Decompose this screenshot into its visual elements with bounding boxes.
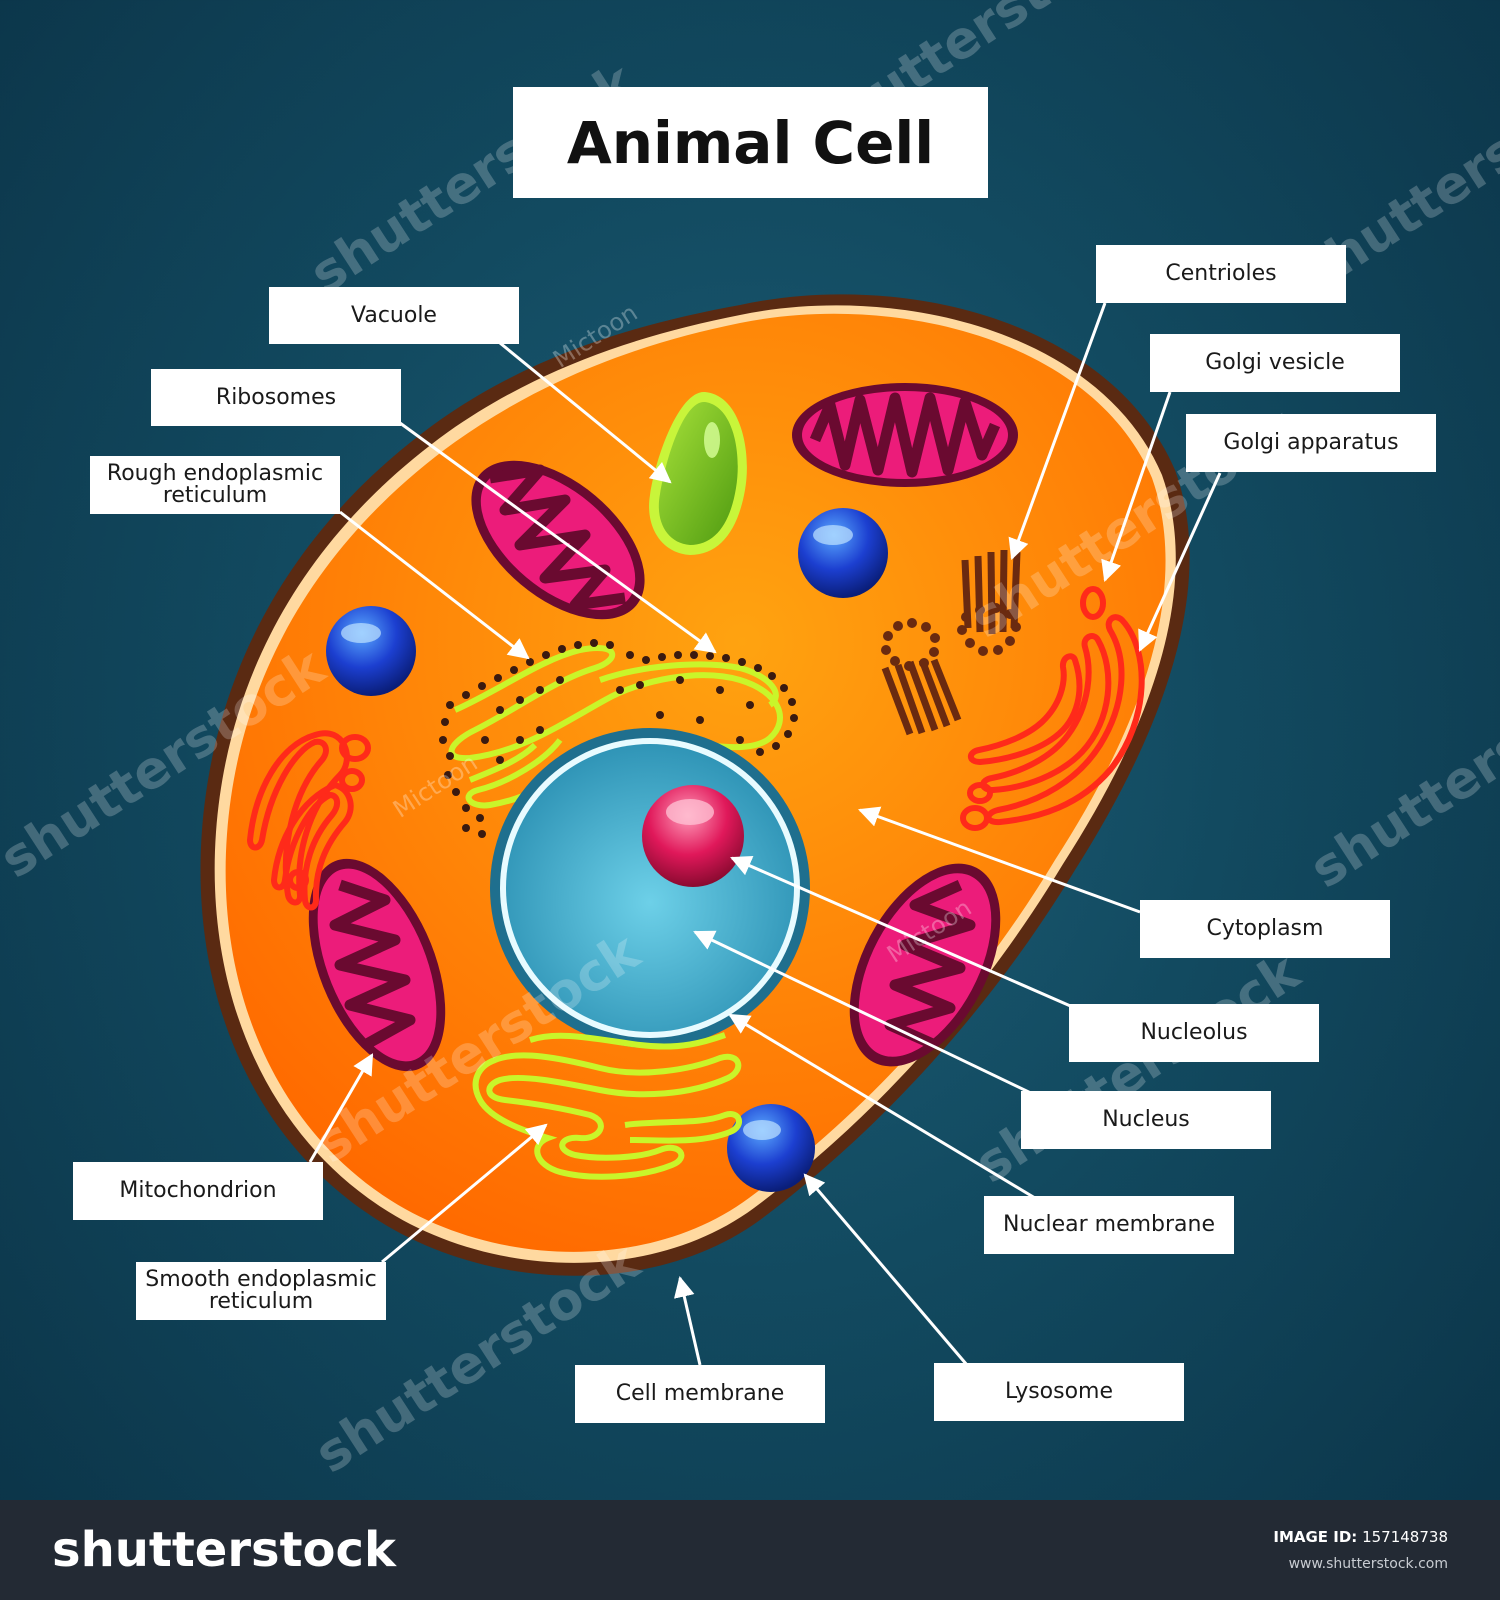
label-nucleolus: Nucleolus	[1069, 1004, 1319, 1062]
nucleolus-shape	[642, 785, 744, 887]
mitochondrion-lower-left	[308, 858, 446, 1072]
label-smooth-er-line1: Smooth endoplasmic	[145, 1267, 377, 1292]
rough-endoplasmic-reticulum-shape	[448, 645, 783, 809]
label-arrows	[308, 302, 1222, 1366]
footer-image-id: IMAGE ID: 157148738	[1273, 1528, 1448, 1546]
smooth-endoplasmic-reticulum-shape	[472, 1032, 742, 1180]
mitochondrion-top	[792, 383, 1018, 487]
label-nucleus: Nucleus	[1021, 1091, 1271, 1149]
footer-logo: shutterstock	[52, 1522, 396, 1578]
label-lysosome: Lysosome	[934, 1363, 1184, 1421]
mitochondrion-upper-left	[471, 460, 645, 620]
golgi-apparatus-right	[960, 586, 1145, 831]
label-golgi-apparatus: Golgi apparatus	[1186, 414, 1436, 472]
footer-url[interactable]: www.shutterstock.com	[1288, 1556, 1448, 1572]
label-rough-endoplasmic-reticulum: Rough endoplasmic reticulum	[90, 456, 340, 514]
lysosome-left	[326, 606, 416, 696]
label-centrioles: Centrioles	[1096, 245, 1346, 303]
lysosome-bottom	[727, 1104, 815, 1192]
label-cell-membrane: Cell membrane	[575, 1365, 825, 1423]
label-rough-er-line2: reticulum	[162, 483, 268, 508]
ribosome-dots	[439, 639, 798, 838]
label-golgi-vesicle: Golgi vesicle	[1150, 334, 1400, 392]
cell-diagram	[200, 294, 1222, 1366]
label-nuclear-membrane: Nuclear membrane	[984, 1196, 1234, 1254]
label-smooth-er-line2: reticulum	[208, 1289, 314, 1314]
image-id-key: IMAGE ID:	[1273, 1528, 1358, 1546]
mitochondrion-right	[849, 863, 1001, 1067]
diagram-title: Animal Cell	[513, 87, 988, 198]
image-id-value: 157148738	[1362, 1528, 1448, 1546]
label-vacuole: Vacuole	[269, 287, 519, 344]
centriole-lower	[881, 618, 962, 736]
centriole-upper	[957, 549, 1021, 656]
vacuole-shape	[649, 391, 747, 555]
footer-bar: shutterstock IMAGE ID: 157148738 www.shu…	[0, 1500, 1500, 1600]
label-rough-er-line1: Rough endoplasmic	[106, 461, 324, 486]
golgi-apparatus-left	[246, 730, 371, 911]
label-ribosomes: Ribosomes	[151, 369, 401, 426]
label-mitochondrion: Mitochondrion	[73, 1162, 323, 1220]
nucleus-shape	[490, 728, 810, 1048]
label-cytoplasm: Cytoplasm	[1140, 900, 1390, 958]
label-smooth-endoplasmic-reticulum: Smooth endoplasmic reticulum	[136, 1262, 386, 1320]
lysosome-top	[798, 508, 888, 598]
